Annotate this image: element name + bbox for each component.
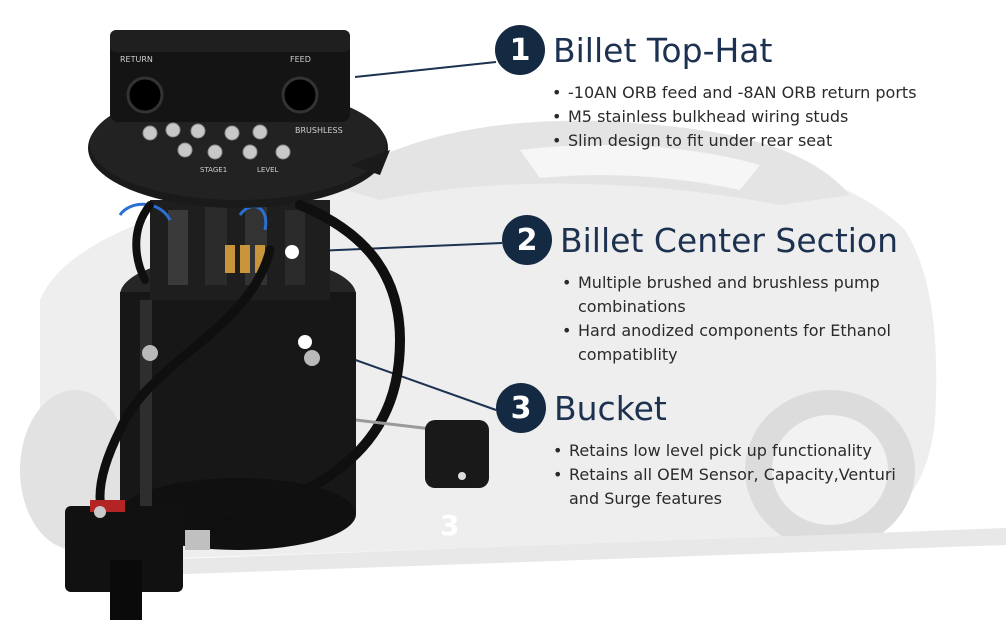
list-item: Hard anodized components for Ethanol com… [560, 319, 900, 367]
wiring-studs [142, 122, 291, 160]
callout-title: Billet Top-Hat [553, 30, 773, 70]
stage-label: STAGE1 [200, 166, 227, 174]
list-item: M5 stainless bulkhead wiring studs [550, 105, 965, 129]
top-hat: RETURN FEED BRUSHLESS LEVEL STAGE1 [88, 30, 390, 208]
callout-title: Billet Center Section [560, 220, 899, 260]
feature-list: Multiple brushed and brushless pump comb… [560, 271, 900, 367]
center-section [118, 200, 330, 349]
float-number-label: 3 [440, 509, 459, 542]
list-item: Retains all OEM Sensor, Capacity,Venturi… [551, 463, 921, 511]
feature-list: -10AN ORB feed and -8AN ORB return ports… [550, 81, 965, 153]
list-item: Multiple brushed and brushless pump comb… [560, 271, 900, 319]
callout-billet-center-section: 2 Billet Center Section Multiple brushed… [502, 215, 922, 367]
number-badge: 2 [502, 215, 552, 265]
callout-billet-top-hat: 1 Billet Top-Hat -10AN ORB feed and -8AN… [495, 25, 965, 153]
manifold-block [65, 500, 210, 620]
callout-header: 2 Billet Center Section [502, 215, 922, 265]
brushless-label: BRUSHLESS [295, 126, 343, 135]
callout-header: 1 Billet Top-Hat [495, 25, 965, 75]
list-item: Retains low level pick up functionality [551, 439, 921, 463]
callout-header: 3 Bucket [496, 383, 926, 433]
feature-list: Retains low level pick up functionality … [551, 439, 921, 511]
feed-port-label: FEED [290, 55, 311, 64]
number-badge: 1 [495, 25, 545, 75]
level-label: LEVEL [257, 166, 279, 174]
level-sender: 3 [355, 418, 489, 542]
list-item: -10AN ORB feed and -8AN ORB return ports [550, 81, 965, 105]
leader-line-1 [354, 61, 497, 78]
return-port-label: RETURN [120, 55, 153, 64]
callout-title: Bucket [554, 388, 667, 428]
number-badge: 3 [496, 383, 546, 433]
list-item: Slim design to fit under rear seat [550, 129, 965, 153]
callout-bucket: 3 Bucket Retains low level pick up funct… [496, 383, 926, 511]
braided-hoses [95, 200, 406, 535]
